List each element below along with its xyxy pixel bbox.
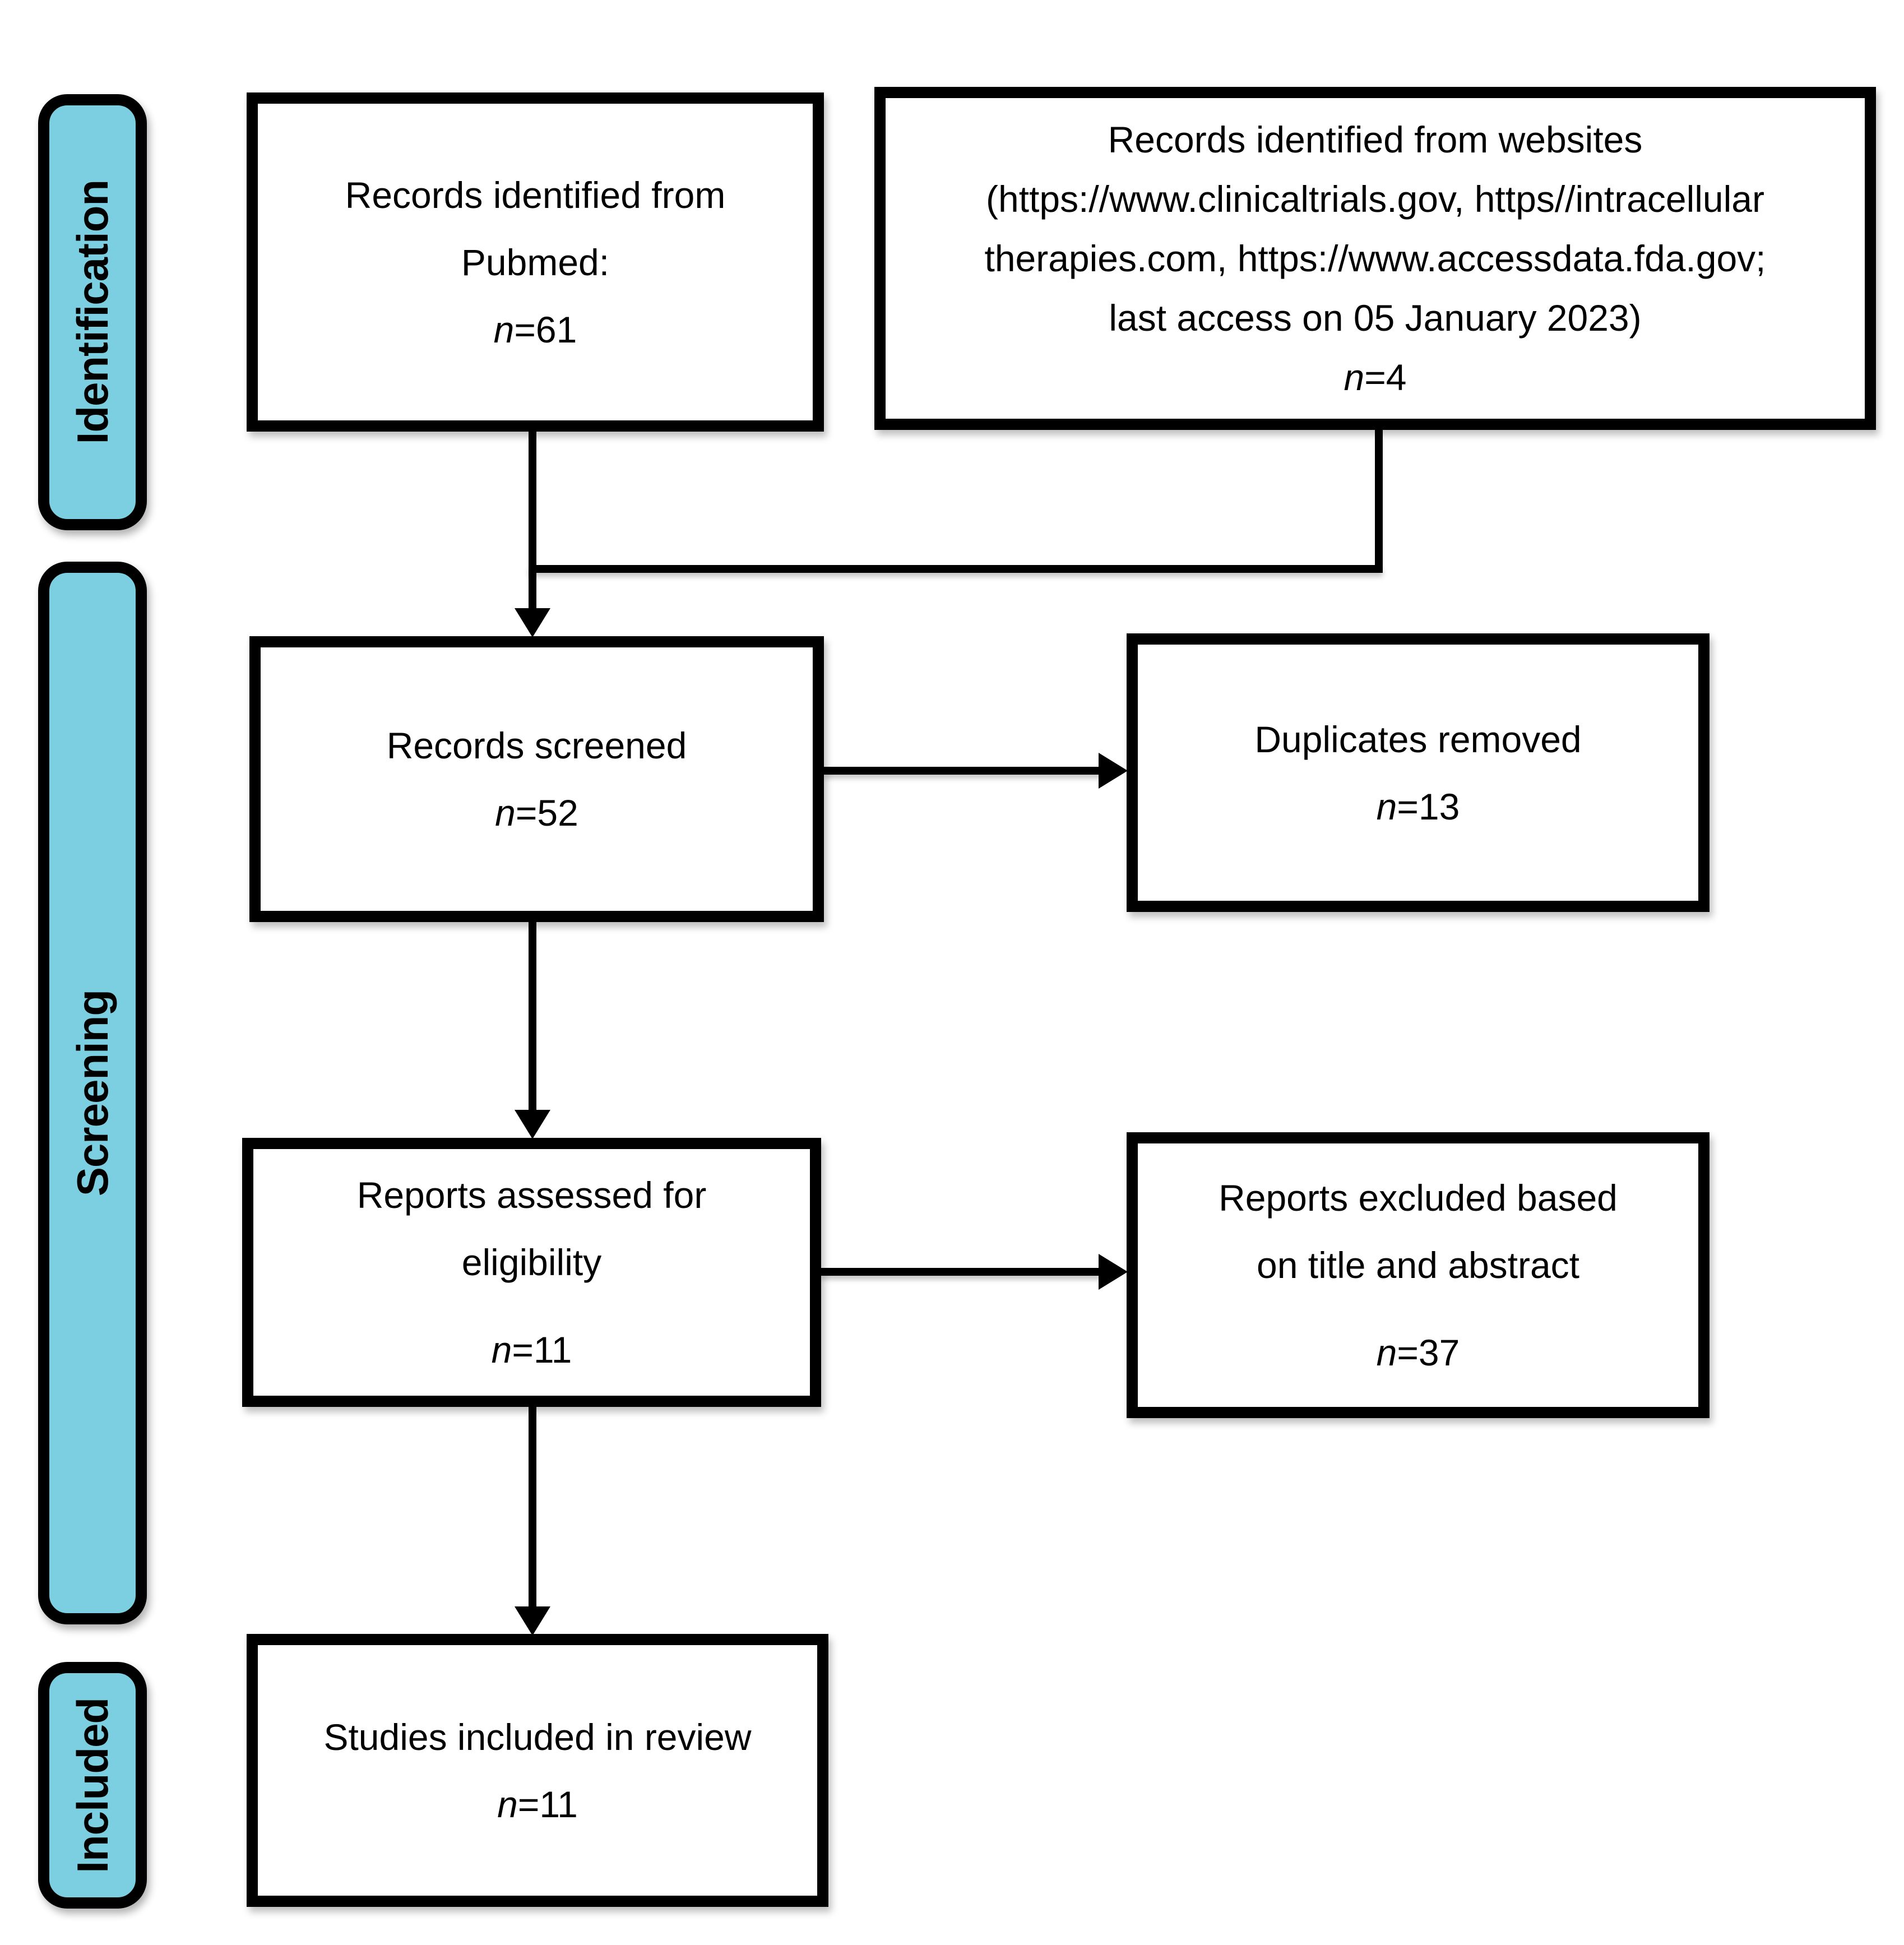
arrow-right-head-icon <box>1099 1254 1128 1290</box>
arrow-right-head-icon <box>1099 753 1128 789</box>
connector-assessed-to-excluded <box>821 1268 1101 1276</box>
box-text-line: Studies included in review <box>323 1716 752 1758</box>
box-n-count: n=37 <box>1376 1332 1460 1373</box>
box-text-line: Records screened <box>386 725 687 766</box>
box-n-count: n=11 <box>497 1783 578 1825</box>
box-text-line: Records identified from <box>345 174 726 216</box>
box-text-line: eligibility <box>461 1242 602 1283</box>
box-text-line: Reports excluded based <box>1219 1177 1618 1219</box>
box-reports-assessed: Reports assessed for eligibility n=11 <box>242 1138 821 1407</box>
box-records-identified-websites: Records identified from websites (https:… <box>874 87 1876 430</box>
stage-bar-included: Included <box>38 1662 147 1909</box>
connector-screened-to-assessed <box>529 922 536 1113</box>
connector-websites-down <box>1375 426 1383 573</box>
box-reports-excluded: Reports excluded based on title and abst… <box>1127 1132 1710 1418</box>
arrow-down-head-icon <box>515 608 550 637</box>
connector-screened-to-duplicates <box>824 767 1101 775</box>
connector-merge-to-screened <box>529 565 536 611</box>
box-n-count: n=61 <box>493 308 577 350</box>
box-studies-included: Studies included in review n=11 <box>247 1634 828 1907</box>
connector-merge-horizontal <box>529 565 1383 573</box>
box-text-line: therapies.com, https://www.accessdata.fd… <box>984 238 1766 279</box>
arrow-down-head-icon <box>515 1606 550 1636</box>
box-text-line: Reports assessed for <box>356 1174 707 1216</box>
stage-bar-identification: Identification <box>38 94 147 530</box>
connector-assessed-to-included <box>529 1407 536 1610</box>
box-text-line: (https://www.clinicaltrials.gov, https//… <box>986 178 1764 220</box>
box-records-identified-pubmed: Records identified from Pubmed: n=61 <box>247 92 824 432</box>
box-n-count: n=11 <box>491 1329 572 1370</box>
box-text-line: last access on 05 January 2023) <box>1109 297 1642 339</box>
arrow-down-head-icon <box>515 1110 550 1139</box>
connector-pubmed-down <box>529 429 536 573</box>
box-n-count: n=4 <box>1344 356 1407 398</box>
box-records-screened: Records screened n=52 <box>249 636 824 922</box>
box-n-count: n=13 <box>1376 785 1460 827</box>
box-duplicates-removed: Duplicates removed n=13 <box>1127 633 1710 912</box>
stage-bar-screening: Screening <box>38 562 147 1624</box>
stage-label-screening: Screening <box>67 989 117 1197</box>
box-text-line: on title and abstract <box>1256 1244 1580 1286</box>
stage-label-included: Included <box>67 1697 117 1873</box>
box-text-line: Records identified from websites <box>1108 119 1643 160</box>
box-text-line: Duplicates removed <box>1254 718 1582 760</box>
stage-label-identification: Identification <box>67 180 117 444</box>
box-n-count: n=52 <box>495 792 578 833</box>
box-text-line: Pubmed: <box>461 241 610 283</box>
